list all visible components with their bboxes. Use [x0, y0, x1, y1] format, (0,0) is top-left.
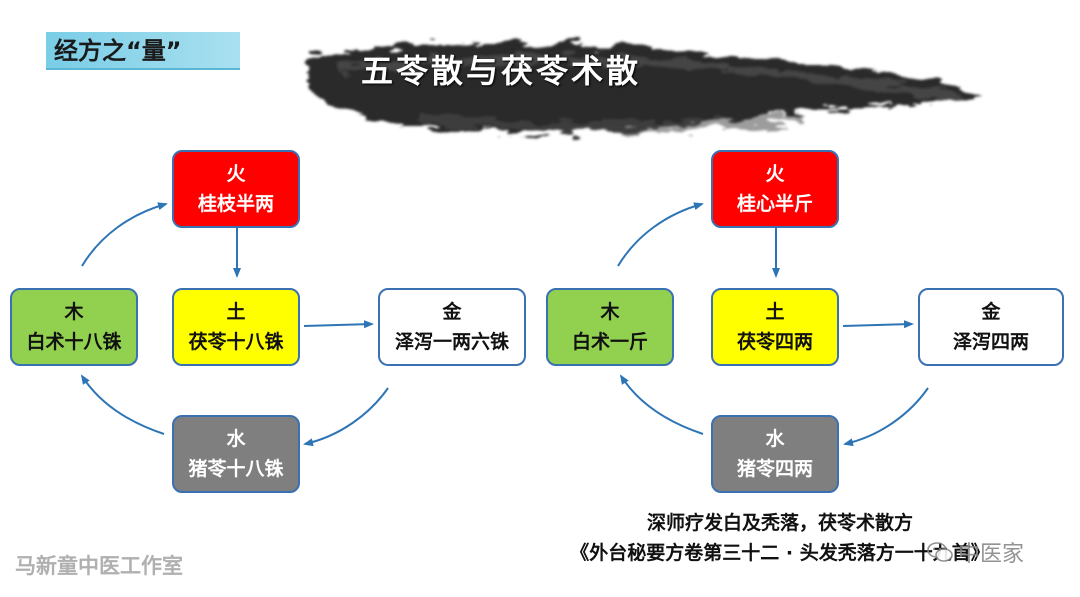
- right-earth-element: 土: [765, 301, 785, 323]
- left-wood-element: 木: [64, 301, 84, 323]
- source-line-1: 深师疗发白及秃落，茯苓术散方: [646, 512, 913, 534]
- right-metal-node: 金 泽泻四两: [918, 288, 1064, 366]
- left-fire-herb: 桂枝半两: [197, 193, 274, 215]
- ink-brush-banner: [308, 42, 982, 133]
- right-fire-node: 火 桂心半斤: [711, 150, 839, 228]
- left-metal-herb: 泽泻一两六铢: [394, 331, 509, 353]
- right-metal-herb: 泽泻四两: [952, 331, 1029, 353]
- left-metal-element: 金: [442, 301, 462, 323]
- left-fire-node: 火 桂枝半两: [172, 150, 300, 228]
- right-wood-herb: 白术一斤: [571, 331, 648, 353]
- watermark-text: 中医家: [958, 542, 1025, 567]
- arrow-wood-to-fire-left: [81, 202, 168, 267]
- right-fire-herb: 桂心半斤: [736, 193, 813, 215]
- left-earth-node: 土 茯苓十八铢: [172, 288, 300, 366]
- studio-label: 马新童中医工作室: [15, 554, 183, 578]
- right-earth-node: 土 茯苓四两: [711, 288, 839, 366]
- arrow-earth-to-metal-left: [303, 320, 374, 329]
- section-tag: 经方之“量”: [46, 32, 240, 70]
- right-fire-element: 火: [765, 163, 785, 185]
- left-wood-herb: 白术十八铢: [26, 331, 122, 353]
- left-metal-node: 金 泽泻一两六铢: [378, 288, 526, 366]
- right-wood-element: 木: [600, 301, 620, 323]
- arrow-wood-to-fire-right: [617, 202, 704, 267]
- left-water-element: 水: [226, 428, 246, 450]
- left-water-node: 水 猪苓十八铢: [172, 415, 300, 493]
- arrow-metal-to-water-left: [303, 387, 389, 447]
- left-earth-herb: 茯苓十八铢: [188, 331, 284, 353]
- slide-title: 五苓散与茯苓术散: [360, 52, 641, 90]
- right-earth-herb: 茯苓四两: [736, 331, 813, 353]
- source-citation: 深师疗发白及秃落，茯苓术散方 《外台秘要方卷第三十二 · 头发秃落方一十九首》: [570, 508, 990, 568]
- wechat-icon: [927, 542, 953, 562]
- watermark: 中医家: [926, 536, 1024, 568]
- right-water-herb: 猪苓四两: [736, 458, 813, 480]
- left-fire-element: 火: [226, 163, 246, 185]
- right-water-node: 水 猪苓四两: [711, 415, 839, 493]
- arrow-earth-to-metal-right: [842, 320, 914, 329]
- left-water-herb: 猪苓十八铢: [188, 458, 284, 480]
- left-earth-element: 土: [226, 301, 246, 323]
- left-wood-node: 木 白术十八铢: [10, 288, 138, 366]
- arrow-metal-to-water-right: [843, 387, 929, 447]
- right-metal-element: 金: [981, 301, 1001, 323]
- right-wood-node: 木 白术一斤: [546, 288, 674, 366]
- right-water-element: 水: [765, 428, 785, 450]
- arrow-water-to-wood-right: [619, 374, 704, 435]
- arrow-water-to-wood-left: [80, 374, 165, 435]
- source-line-2: 《外台秘要方卷第三十二 · 头发秃落方一十九首》: [570, 542, 990, 564]
